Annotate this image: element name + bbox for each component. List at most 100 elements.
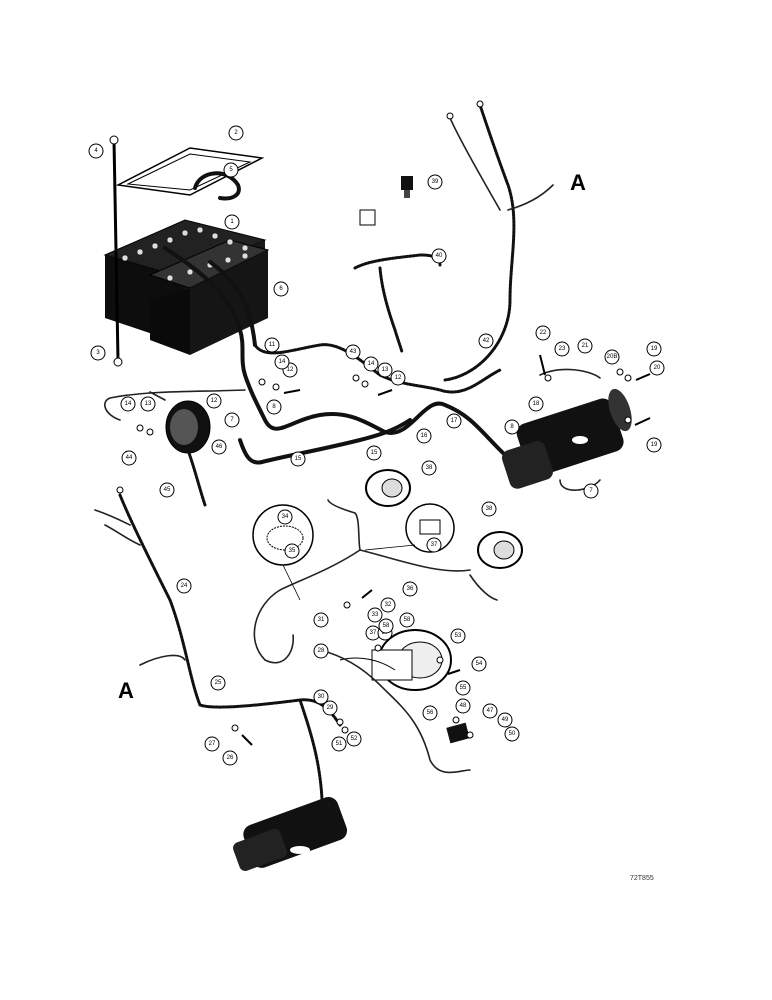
callout-label: 22 [540, 330, 547, 336]
callout-label: 47 [487, 708, 494, 714]
harness-lead-to-a-lower [139, 654, 186, 666]
callout-label: 42 [483, 338, 490, 344]
hardware-set [136, 354, 651, 746]
starter-lead-21 [539, 368, 601, 379]
horn-upper [365, 469, 411, 507]
switch-lead [378, 266, 404, 354]
battery-hold-down-frame [115, 147, 265, 196]
callout-label: 11 [269, 342, 276, 348]
callout-circle [345, 344, 361, 360]
callout-circle [224, 214, 240, 230]
callout-label: 35 [289, 548, 296, 554]
callout-label: 6 [279, 286, 283, 292]
callout-circle [604, 349, 620, 365]
callout-label: 14 [125, 401, 132, 407]
callout-24: 24 [176, 578, 192, 594]
callout-circle [88, 143, 104, 159]
callout-label: 19 [651, 442, 658, 448]
callout-circle [222, 750, 238, 766]
callout-label: 43 [350, 349, 357, 355]
callout-8: 8 [266, 399, 282, 415]
callout-circle [455, 680, 471, 696]
callout-label: 40 [436, 253, 443, 259]
starter-cable-7 [559, 479, 601, 491]
callout-3: 3 [90, 345, 106, 361]
callout-circle [378, 618, 394, 634]
callout-1: 1 [224, 214, 240, 230]
callout-14: 14 [274, 354, 290, 370]
callout-label: 50 [509, 731, 516, 737]
callout-2: 2 [228, 125, 244, 141]
callout-4: 4 [88, 143, 104, 159]
callout-label: 15 [295, 456, 302, 462]
callout-label: 16 [421, 433, 428, 439]
callout-label: 21 [582, 343, 589, 349]
callout-label: 7 [230, 417, 234, 423]
callout-circle [90, 345, 106, 361]
starter-motor-lower [233, 797, 348, 871]
callout-label: 1 [230, 219, 234, 225]
callout-circle [504, 419, 520, 435]
callout-circle [583, 483, 599, 499]
callout-13: 13 [377, 362, 393, 378]
callout-23: 23 [554, 341, 570, 357]
callout-58: 58 [378, 618, 394, 634]
callout-circle [228, 125, 244, 141]
callout-circle [176, 578, 192, 594]
callout-22: 22 [535, 325, 551, 341]
callout-7: 7 [224, 412, 240, 428]
callout-label: 56 [427, 710, 434, 716]
starter-motor [501, 388, 632, 489]
callout-circle [223, 162, 239, 178]
terminal-eye-lower [116, 486, 124, 494]
callout-label: 15 [371, 450, 378, 456]
callout-label: 36 [407, 586, 414, 592]
callout-label: 54 [476, 661, 483, 667]
callout-18: 18 [528, 396, 544, 412]
callout-34: 34 [277, 509, 293, 525]
callout-label: 58 [383, 623, 390, 629]
callout-11: 11 [264, 337, 280, 353]
callout-label: 58 [404, 617, 411, 623]
callout-15: 15 [290, 451, 306, 467]
terminal-eye [446, 112, 454, 120]
callout-label: 34 [282, 514, 289, 520]
callout-7: 7 [583, 483, 599, 499]
callout-circle [284, 543, 300, 559]
voltage-regulator [446, 722, 470, 744]
harness-42 [443, 103, 516, 382]
callout-15: 15 [366, 445, 382, 461]
callout-21: 21 [577, 338, 593, 354]
callout-43: 43 [345, 344, 361, 360]
battery [103, 219, 270, 355]
light-wire [104, 389, 246, 421]
callout-circle [528, 396, 544, 412]
callout-circle [421, 460, 437, 476]
callout-label: 51 [336, 741, 343, 747]
callout-42: 42 [478, 333, 494, 349]
callout-14: 14 [363, 356, 379, 372]
callout-39: 39 [427, 174, 443, 190]
callout-circle [290, 451, 306, 467]
callout-12: 12 [206, 393, 222, 409]
callout-circle [482, 703, 498, 719]
callout-circle [277, 509, 293, 525]
callout-circle [450, 628, 466, 644]
callout-label: 53 [455, 633, 462, 639]
callout-circle [646, 437, 662, 453]
callout-label: 44 [126, 455, 133, 461]
callout-49: 49 [497, 712, 513, 728]
callout-label: 38 [486, 506, 493, 512]
alternator [339, 629, 452, 691]
callout-label: 48 [460, 703, 467, 709]
callout-label: 2 [234, 130, 238, 136]
callout-circle [481, 501, 497, 517]
callout-circle [504, 726, 520, 742]
callout-58: 58 [399, 612, 415, 628]
detail-circle-37 [405, 503, 455, 553]
callout-5: 5 [223, 162, 239, 178]
callout-label: 24 [181, 583, 188, 589]
callout-label: 33 [372, 612, 379, 618]
switch-harness-40 [353, 253, 442, 270]
